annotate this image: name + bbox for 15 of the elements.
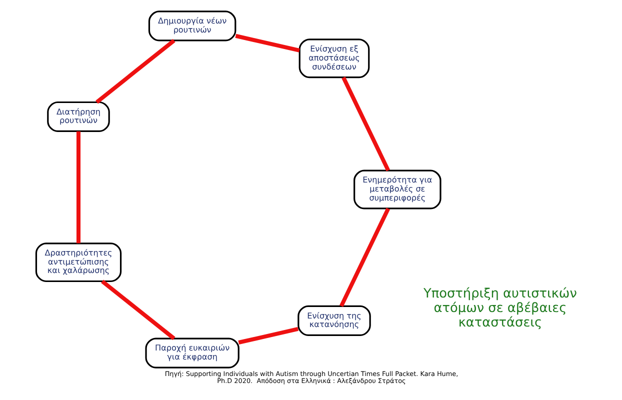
node-box: Δραστηριότητες αντιμετώπισης και χαλάρωσης bbox=[34, 242, 122, 282]
connector bbox=[341, 76, 390, 172]
node-box: Ενίσχυση της κατανόησης bbox=[297, 305, 370, 336]
node-box: Δημιουργία νέων ρουτινών bbox=[148, 10, 236, 42]
connector bbox=[234, 34, 300, 52]
connector bbox=[338, 208, 390, 307]
node-box: Διατήρηση ρουτινών bbox=[46, 101, 110, 132]
node-box: Παροχή ευκαιριών για έκφραση bbox=[144, 338, 239, 368]
connector bbox=[76, 131, 80, 244]
connector bbox=[100, 280, 175, 340]
connector bbox=[238, 327, 298, 344]
node-box: Ενίσχυση εξ αποστάσεως συνδέσεων bbox=[298, 38, 370, 78]
node-box: Ενημερότητα για μεταβολές σε συμπεριφορές bbox=[353, 170, 441, 210]
connector bbox=[95, 38, 175, 104]
diagram-title: Υποστήριξη αυτιστικών ατόμων σε αβέβαιες καταστάσεις bbox=[423, 286, 576, 330]
